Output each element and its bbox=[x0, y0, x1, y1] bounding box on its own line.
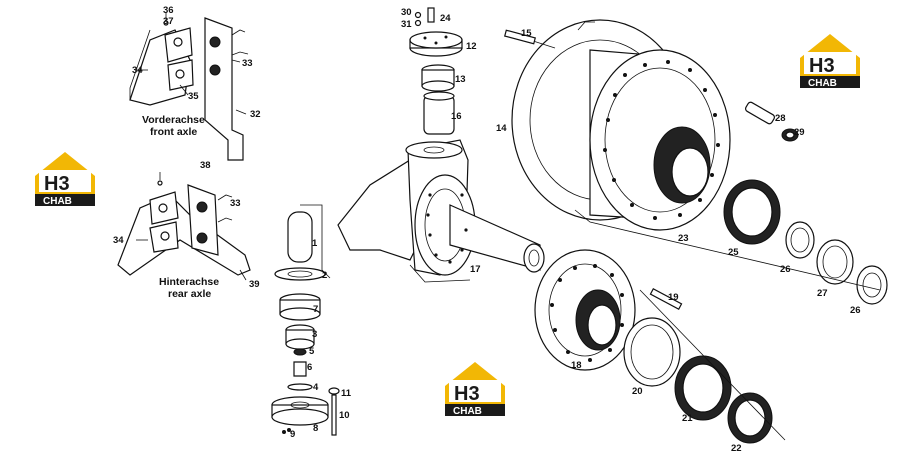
label-part-25: 25 bbox=[728, 247, 739, 258]
label-part-18: 18 bbox=[571, 360, 582, 371]
label-part-22: 22 bbox=[731, 443, 742, 454]
caption-front-de: Vorderachse bbox=[142, 114, 205, 126]
bearings-right bbox=[723, 101, 888, 305]
label-part-13: 13 bbox=[455, 74, 466, 85]
label-part-30: 30 bbox=[401, 7, 412, 18]
logo-watermark-top-right: H3 CHAB bbox=[800, 34, 860, 89]
label-part-4: 4 bbox=[313, 382, 319, 393]
logo-word: CHAB bbox=[43, 196, 72, 207]
label-part-39: 39 bbox=[249, 279, 260, 290]
label-part-29: 29 bbox=[794, 127, 805, 138]
lower-hub-seals bbox=[534, 209, 881, 444]
label-part-11: 11 bbox=[341, 388, 352, 399]
label-part-8: 8 bbox=[313, 423, 318, 434]
label-part-31: 31 bbox=[401, 19, 412, 30]
label-part-16: 16 bbox=[451, 111, 462, 122]
label-part-38: 38 bbox=[200, 160, 211, 171]
axle-captions: Vorderachse front axle Hinterachse rear … bbox=[142, 114, 219, 300]
label-part-9: 9 bbox=[290, 429, 295, 440]
label-part-26b: 26 bbox=[850, 305, 861, 316]
caption-rear-en: rear axle bbox=[168, 288, 211, 300]
label-part-14: 14 bbox=[496, 123, 507, 134]
label-part-6: 6 bbox=[307, 362, 312, 373]
logo-letters: H3 bbox=[454, 383, 480, 405]
label-part-27: 27 bbox=[817, 288, 828, 299]
logo-watermark-bottom: H3 CHAB bbox=[445, 362, 505, 417]
label-part-35: 35 bbox=[188, 91, 199, 102]
logo-letters: H3 bbox=[809, 55, 835, 77]
label-part-1: 1 bbox=[312, 238, 318, 249]
label-part-24: 24 bbox=[440, 13, 451, 24]
logo-letters: H3 bbox=[44, 173, 70, 195]
caption-rear-de: Hinterachse bbox=[159, 276, 219, 288]
label-part-15: 15 bbox=[521, 28, 532, 39]
label-part-33a: 33 bbox=[242, 58, 253, 69]
logo-watermark-left: H3 CHAB bbox=[35, 152, 95, 207]
label-part-19: 19 bbox=[668, 292, 679, 303]
kingpin-stack bbox=[271, 204, 340, 436]
label-part-21: 21 bbox=[682, 413, 693, 424]
logo-word: CHAB bbox=[808, 78, 837, 89]
label-part-5: 5 bbox=[309, 346, 315, 357]
brake-disc-hub bbox=[503, 19, 731, 231]
steering-knuckle bbox=[337, 139, 545, 283]
top-kingpin-parts bbox=[409, 7, 463, 135]
label-part-23: 23 bbox=[678, 233, 689, 244]
label-part-36: 36 bbox=[163, 5, 174, 16]
logo-word: CHAB bbox=[453, 406, 482, 417]
label-part-7: 7 bbox=[313, 304, 318, 315]
label-part-32: 32 bbox=[250, 109, 261, 120]
rear-axle-bracket-assembly bbox=[117, 172, 251, 281]
caption-front-en: front axle bbox=[150, 126, 197, 138]
label-part-20: 20 bbox=[632, 386, 643, 397]
label-part-26a: 26 bbox=[780, 264, 791, 275]
label-part-17: 17 bbox=[470, 264, 481, 275]
label-part-34b: 34 bbox=[113, 235, 124, 246]
label-part-28: 28 bbox=[775, 113, 786, 124]
part-number-labels: 1 2 3 4 5 6 7 8 9 10 11 12 13 14 15 16 1… bbox=[113, 5, 861, 454]
label-part-10: 10 bbox=[339, 410, 350, 421]
label-part-37: 37 bbox=[163, 16, 174, 27]
label-part-3: 3 bbox=[312, 329, 317, 340]
label-part-12: 12 bbox=[466, 41, 477, 52]
label-part-34a: 34 bbox=[132, 65, 143, 76]
label-part-2: 2 bbox=[322, 270, 327, 281]
label-part-33b: 33 bbox=[230, 198, 241, 209]
front-axle-bracket-assembly bbox=[129, 12, 249, 161]
